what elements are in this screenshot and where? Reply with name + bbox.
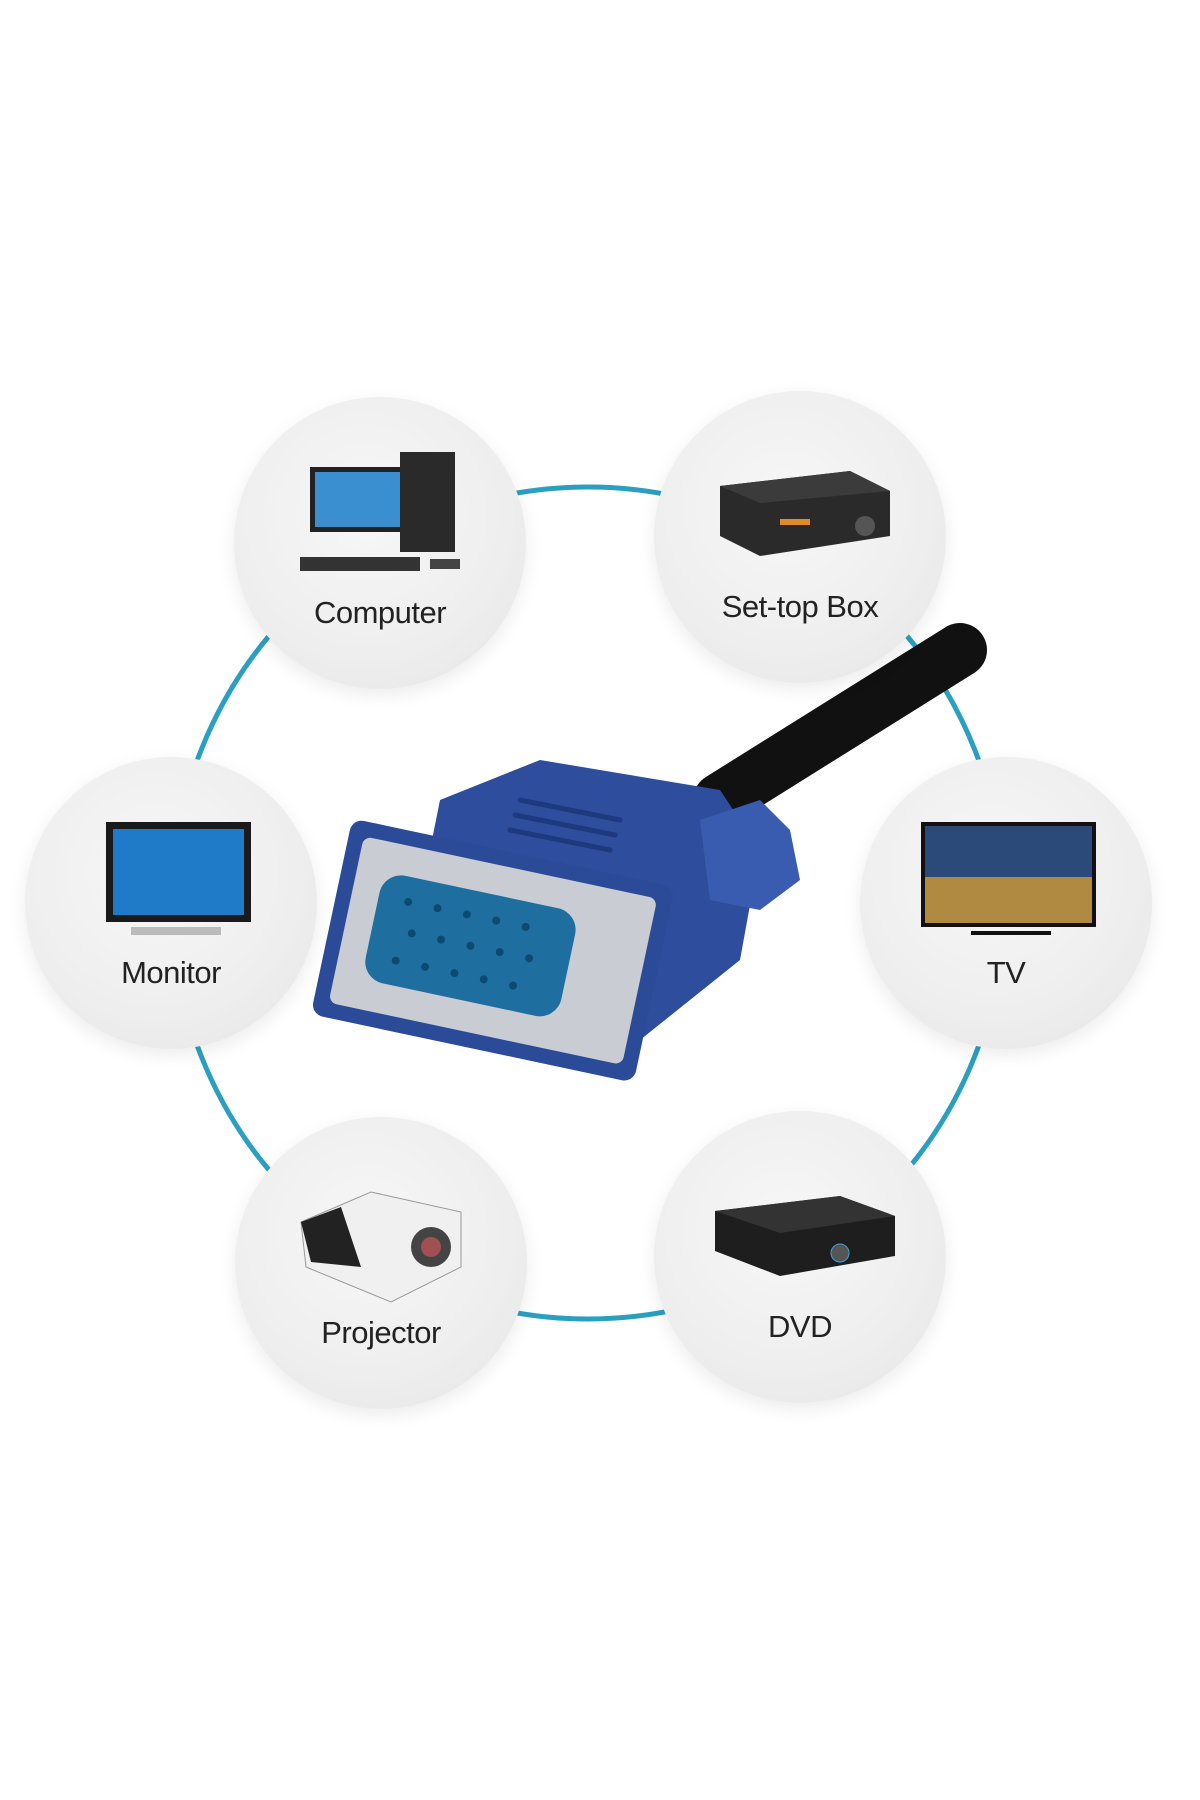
computer-icon (300, 452, 460, 571)
device-label: Monitor (121, 955, 221, 990)
device-label: DVD (768, 1309, 832, 1344)
tv-icon (921, 822, 1096, 935)
device-monitor: Monitor (25, 757, 317, 1049)
vga-connector-icon (312, 760, 800, 1081)
cable (693, 623, 987, 827)
dvd-player-icon (715, 1196, 895, 1276)
device-label: Set-top Box (721, 589, 879, 624)
monitor-icon (106, 822, 251, 935)
device-label: TV (986, 955, 1026, 990)
device-tv: TV (860, 757, 1152, 1049)
device-dvd: DVD (654, 1111, 946, 1403)
set-top-box-icon (720, 471, 890, 556)
device-set-top-box: Set-top Box (654, 391, 946, 683)
projector-icon (300, 1191, 462, 1303)
device-label: Projector (321, 1315, 441, 1350)
device-computer: Computer (234, 397, 526, 689)
device-label: Computer (313, 595, 447, 630)
device-projector: Projector (235, 1117, 527, 1409)
